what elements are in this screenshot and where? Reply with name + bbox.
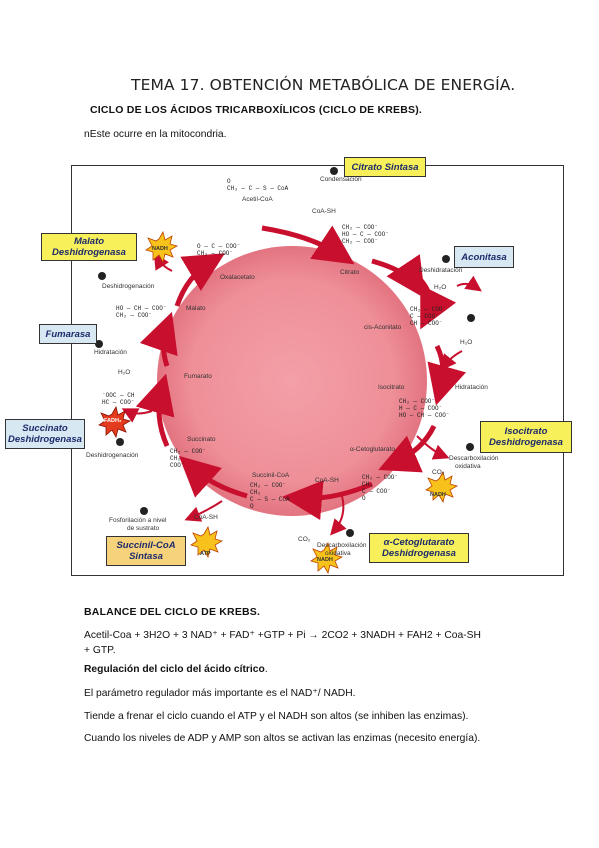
regulation-line-2: Tiende a frenar el ciclo cuando el ATP y…	[84, 711, 469, 722]
label-hidratacion-1: Hidratación	[455, 384, 488, 391]
krebs-cycle-diagram	[95, 167, 482, 575]
arrow-fadh	[121, 408, 153, 423]
label-hidratacion-2: Hidratación	[94, 349, 127, 356]
label-cis-aconitato: cis-Aconitato	[364, 324, 402, 331]
fadh-star-icon	[98, 405, 132, 439]
label-deshidratacion: Deshidratación	[419, 267, 463, 274]
label-coash-1: CoA-SH	[312, 208, 336, 215]
balance-equation-line-1: Acetil-Coa + 3H2O + 3 NAD⁺ + FAD⁺ +GTP +…	[84, 630, 481, 641]
label-deshidrogenacion-1: Deshidrogenación	[86, 452, 139, 459]
cycle-disc	[157, 246, 427, 516]
arrow-hydration	[427, 344, 466, 406]
label-descarboxilacion-1a: Descarboxilación	[449, 455, 499, 462]
label-fadh2: FADH₂	[104, 418, 122, 424]
label-nadh-1: NADH	[430, 492, 446, 498]
isocitrate-structure: CH₂ — COO⁻H — C — COO⁻HO — CH — COO⁻	[399, 398, 450, 419]
label-h2o-fum: H₂O	[118, 369, 131, 376]
arrow-succinylcoa	[178, 455, 248, 499]
regulation-heading: Regulación del ciclo del ácido cítrico.	[84, 664, 268, 675]
label-acetil-coa: Acetil-CoA	[242, 196, 273, 203]
arrow-h2o-out	[456, 275, 482, 292]
step-4-marker	[466, 443, 474, 451]
label-succinil-coa: Succinil-CoA	[252, 472, 290, 479]
balance-equation-line-2: + GTP.	[84, 645, 116, 656]
enzyme-citrato-sintasa: Citrato Sintasa	[344, 157, 426, 177]
label-coash-2: CoA-SH	[315, 477, 339, 484]
arrow-isocitrate	[378, 424, 437, 473]
step-1-marker	[330, 167, 338, 175]
arrow-nadh-3	[153, 252, 173, 272]
arrow-dehydration	[415, 274, 457, 330]
step-2-marker	[442, 255, 450, 263]
arrow-citrate	[371, 254, 426, 299]
enzyme-aconitasa: Aconitasa	[454, 246, 514, 268]
step-5-marker	[346, 529, 354, 537]
arrow-h2o-in	[440, 350, 463, 371]
step-8-marker	[95, 340, 103, 348]
regulation-line-1: El parámetro regulador más importante es…	[84, 688, 356, 699]
label-atp: ATP	[200, 551, 211, 557]
arrow-atp	[184, 500, 223, 522]
label-condensacion: Condensación	[320, 176, 362, 183]
nadh-star-icon	[145, 230, 179, 264]
arrow-fumarate	[139, 311, 178, 367]
label-co2-1: CO₂	[432, 469, 445, 476]
step-3-marker	[467, 314, 475, 322]
label-a-cetoglutarato: α-Cetoglutarato	[350, 446, 395, 453]
citrate-structure: CH₂ — COO⁻HO — C — COO⁻CH₂ — COO⁻	[342, 224, 389, 245]
label-fosforilacion-a: Fosforilación a nivel	[109, 517, 167, 524]
cis-aconitate-structure: CH₂ — COO⁻C — COO⁻CH — COO⁻	[410, 306, 447, 327]
enzyme-fumarasa: Fumarasa	[39, 324, 97, 344]
atp-star-icon	[190, 525, 224, 559]
step-6-marker	[140, 507, 148, 515]
nadh-star-icon	[425, 470, 459, 504]
arrow-condensation	[261, 225, 355, 265]
label-nadh-3: NADH	[152, 246, 168, 252]
label-citrato: Citrato	[340, 269, 360, 276]
regulation-line-3: Cuando los niveles de ADP y AMP son alto…	[84, 733, 481, 744]
label-malato: Malato	[186, 305, 206, 312]
balance-heading: BALANCE DEL CICLO DE KREBS.	[84, 606, 261, 618]
label-fumarato: Fumarato	[184, 373, 212, 380]
label-co2-2: CO₂	[298, 536, 311, 543]
label-isocitrato: Isocitrato	[378, 384, 405, 391]
arrow-ketoglutarate	[282, 480, 373, 521]
label-deshidrogenacion-2: Deshidrogenación	[102, 283, 155, 290]
step-7-marker	[116, 438, 124, 446]
label-h2o-out: H₂O	[434, 284, 447, 291]
label-h2o-in: H₂O	[460, 339, 473, 346]
malate-structure: HO — CH — COO⁻CH₂ — COO⁻	[116, 305, 167, 319]
label-descarboxilacion-2b: oxidativa	[325, 550, 351, 557]
label-nadh-2: NADH	[317, 557, 333, 563]
oxaloacetate-structure: O — C — COO⁻CH₂ — COO⁻	[197, 243, 241, 257]
label-coash-3: CoA-SH	[194, 514, 218, 521]
label-oxalacetato: Oxalacetato	[220, 274, 255, 281]
nadh-star-icon	[310, 541, 344, 575]
label-fosforilacion-b: de sustrato	[127, 525, 160, 532]
label-descarboxilacion-2a: Descarboxilación	[317, 542, 367, 549]
label-descarboxilacion-1b: oxidativa	[455, 463, 481, 470]
label-succinato: Succinato	[187, 436, 216, 443]
intro-text: nEste ocurre en la mitocondria.	[84, 129, 227, 140]
arrow-succinate	[135, 373, 175, 447]
arrow-nadh-1	[416, 435, 450, 460]
step-9-marker	[98, 272, 106, 280]
page-title: TEMA 17. OBTENCIÓN METABÓLICA DE ENERGÍA…	[131, 76, 516, 94]
arrow-co2-2	[330, 495, 347, 536]
section-heading-krebs: CICLO DE LOS ÁCIDOS TRICARBOXÍLICOS (CIC…	[90, 104, 423, 116]
arrow-malate	[174, 253, 225, 307]
